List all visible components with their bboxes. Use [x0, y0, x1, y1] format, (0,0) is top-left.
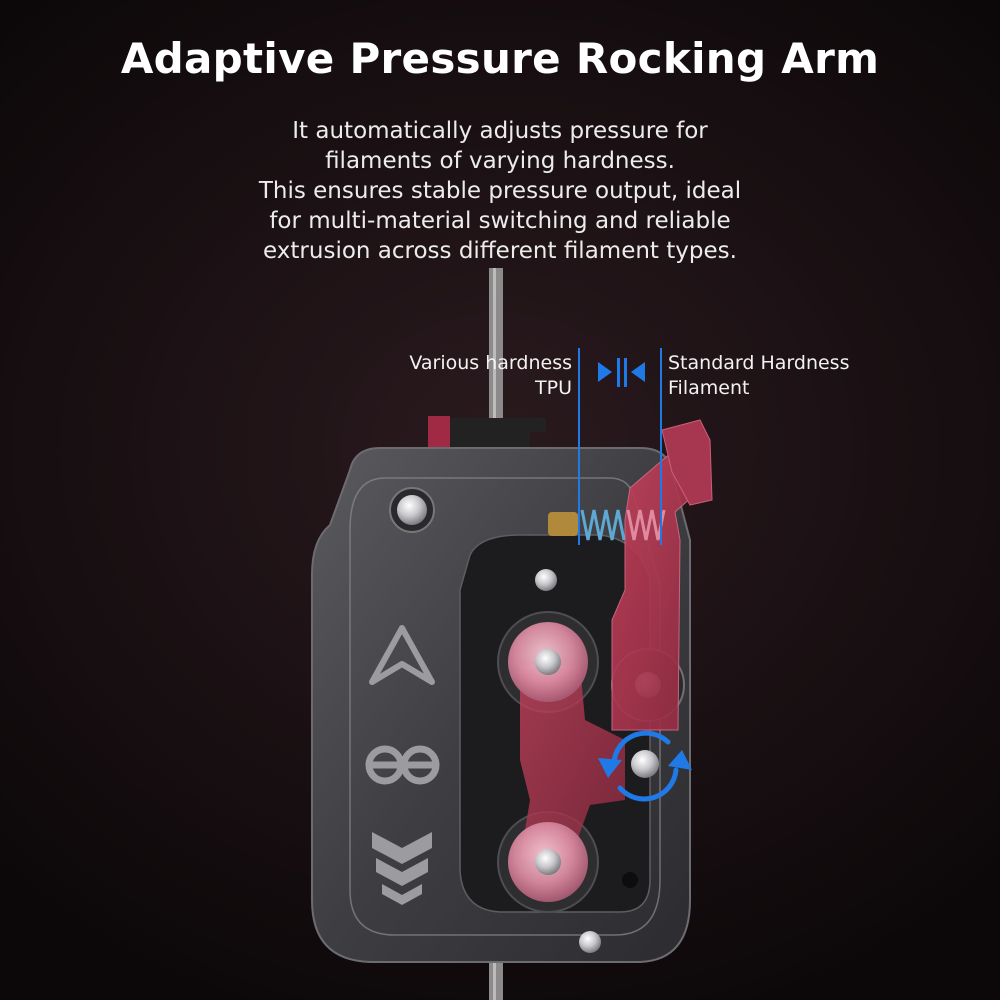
ae-logo-icon [365, 745, 440, 785]
tpu-label-line: TPU [535, 377, 572, 399]
tpu-spring [580, 509, 626, 541]
triangle-logo-icon [369, 625, 435, 685]
pivot-bolt [631, 750, 659, 778]
standard-label-line: Standard Hardness [668, 352, 850, 374]
rotate-arrowheads [598, 750, 692, 778]
tpu-label: Various hardness TPU [409, 351, 572, 401]
standard-filament-label: Standard Hardness Filament [668, 351, 849, 401]
standard-spring [626, 509, 666, 541]
chevron-logo-icon [372, 832, 432, 905]
description-line: This ensures stable pressure output, ide… [258, 178, 742, 204]
arm-lever-top [661, 419, 713, 506]
pressure-bearing-bolt [535, 649, 561, 675]
description-line: extrusion across different filament type… [263, 238, 737, 264]
compress-arrows-icon [598, 358, 645, 387]
filament-clip [430, 418, 546, 452]
brass-insert [548, 512, 578, 536]
top-bolt-head [397, 495, 427, 525]
rotate-arrows-icon [611, 730, 679, 802]
description-line: It automatically adjusts pressure for [292, 118, 708, 144]
pressure-bearing-bolt [535, 849, 561, 875]
tpu-label-line: Various hardness [409, 352, 572, 374]
description-line: for multi-material switching and reliabl… [269, 208, 731, 234]
description: It automatically adjusts pressure for fi… [200, 116, 800, 266]
standard-label-line: Filament [668, 377, 750, 399]
arm-link [520, 665, 625, 860]
small-bolt [535, 569, 557, 591]
page-title: Adaptive Pressure Rocking Arm [120, 34, 880, 83]
red-tab [428, 416, 450, 456]
description-line: filaments of varying hardness. [325, 148, 675, 174]
small-hole [622, 872, 638, 888]
bottom-bolt [579, 931, 601, 953]
